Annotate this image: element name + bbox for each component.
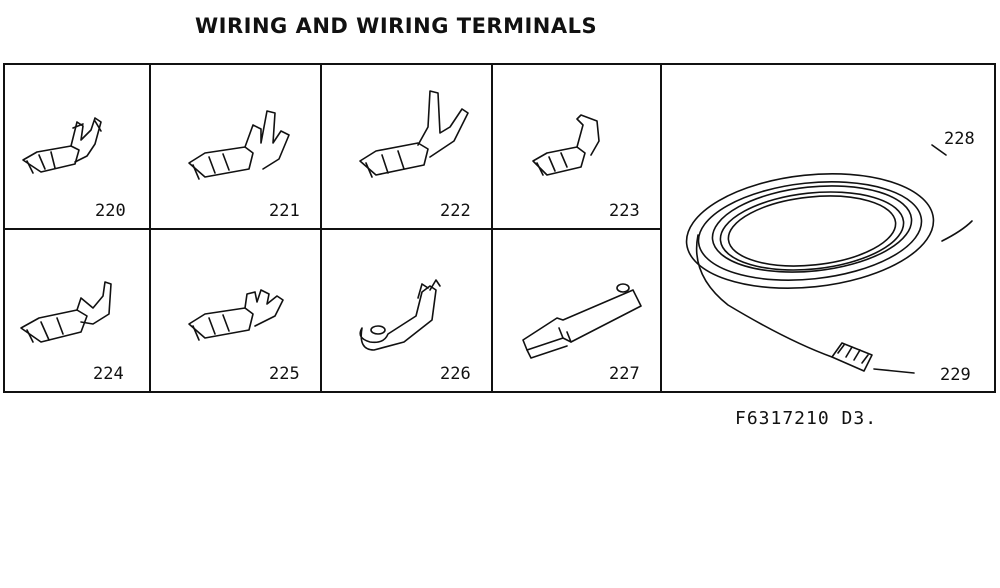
terminal-223-drawing bbox=[532, 114, 600, 176]
terminal-224-drawing bbox=[20, 281, 112, 343]
part-number-221: 221 bbox=[269, 201, 300, 221]
terminal-221-drawing bbox=[188, 110, 290, 180]
cell-226: 226 bbox=[322, 230, 493, 393]
diagram-title: WIRING AND WIRING TERMINALS bbox=[195, 14, 598, 38]
cell-224: 224 bbox=[5, 230, 151, 393]
cell-220: 220 bbox=[5, 65, 151, 230]
cell-222: 222 bbox=[322, 65, 493, 230]
cell-223: 223 bbox=[493, 65, 662, 230]
terminal-227-drawing bbox=[522, 283, 642, 359]
terminal-225-drawing bbox=[188, 289, 284, 341]
part-number-229: 229 bbox=[940, 365, 971, 385]
part-number-223: 223 bbox=[609, 201, 640, 221]
terminal-222-drawing bbox=[359, 90, 469, 178]
terminal-226-drawing bbox=[359, 279, 441, 351]
terminal-220-drawing bbox=[22, 117, 102, 174]
cell-221: 221 bbox=[151, 65, 322, 230]
cell-225: 225 bbox=[151, 230, 322, 393]
parts-grid-frame: 220 221 222 223 224 bbox=[3, 63, 996, 393]
part-number-224: 224 bbox=[93, 364, 124, 384]
part-number-228: 228 bbox=[944, 129, 975, 149]
cell-228-229: 228 229 bbox=[662, 65, 993, 393]
diagram-reference-code: F6317210 D3. bbox=[735, 408, 878, 429]
part-number-220: 220 bbox=[95, 201, 126, 221]
cell-227: 227 bbox=[493, 230, 662, 393]
part-number-226: 226 bbox=[440, 364, 471, 384]
wire-coil-drawing bbox=[685, 144, 973, 374]
part-number-227: 227 bbox=[609, 364, 640, 384]
part-number-225: 225 bbox=[269, 364, 300, 384]
part-number-222: 222 bbox=[440, 201, 471, 221]
